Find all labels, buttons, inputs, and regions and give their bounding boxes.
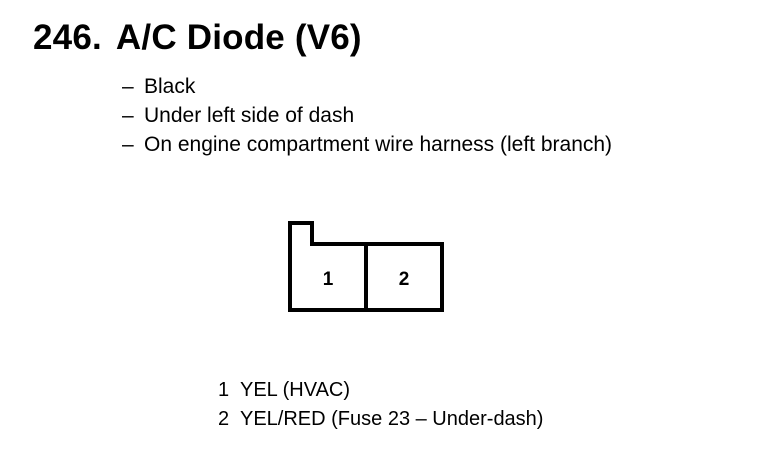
note-color: –Black [122,72,612,101]
note-text: Black [144,75,196,98]
cavity-label-2: 2 [399,269,410,290]
note-text: On engine compartment wire harness (left… [144,133,613,156]
pin-legend: 1 YEL (HVAC) 2 YEL/RED (Fuse 23 – Under-da… [218,376,543,434]
pin-row: 1 YEL (HVAC) [218,376,543,405]
note-dash: – [122,133,134,156]
note-dash: – [122,104,134,127]
connector-diagram: 1 2 [288,221,444,312]
component-name: A/C Diode (V6) [115,18,362,57]
note-location: –Under left side of dash [122,101,612,130]
pin-description: YEL/RED (Fuse 23 – Under-dash) [240,408,544,430]
note-dash: – [122,75,134,98]
pin-row: 2 YEL/RED (Fuse 23 – Under-dash) [218,405,543,434]
component-number: 246. [33,18,102,57]
pin-description: YEL (HVAC) [240,379,351,401]
cavity-label-1: 1 [323,269,334,290]
pin-number: 1 [218,379,230,401]
location-notes: –Black –Under left side of dash –On engi… [122,72,612,159]
note-text: Under left side of dash [144,104,355,127]
connector-outline [288,221,444,312]
pin-number: 2 [218,408,230,430]
page-title: 246. A/C Diode (V6) [33,18,362,58]
note-harness: –On engine compartment wire harness (lef… [122,130,612,159]
